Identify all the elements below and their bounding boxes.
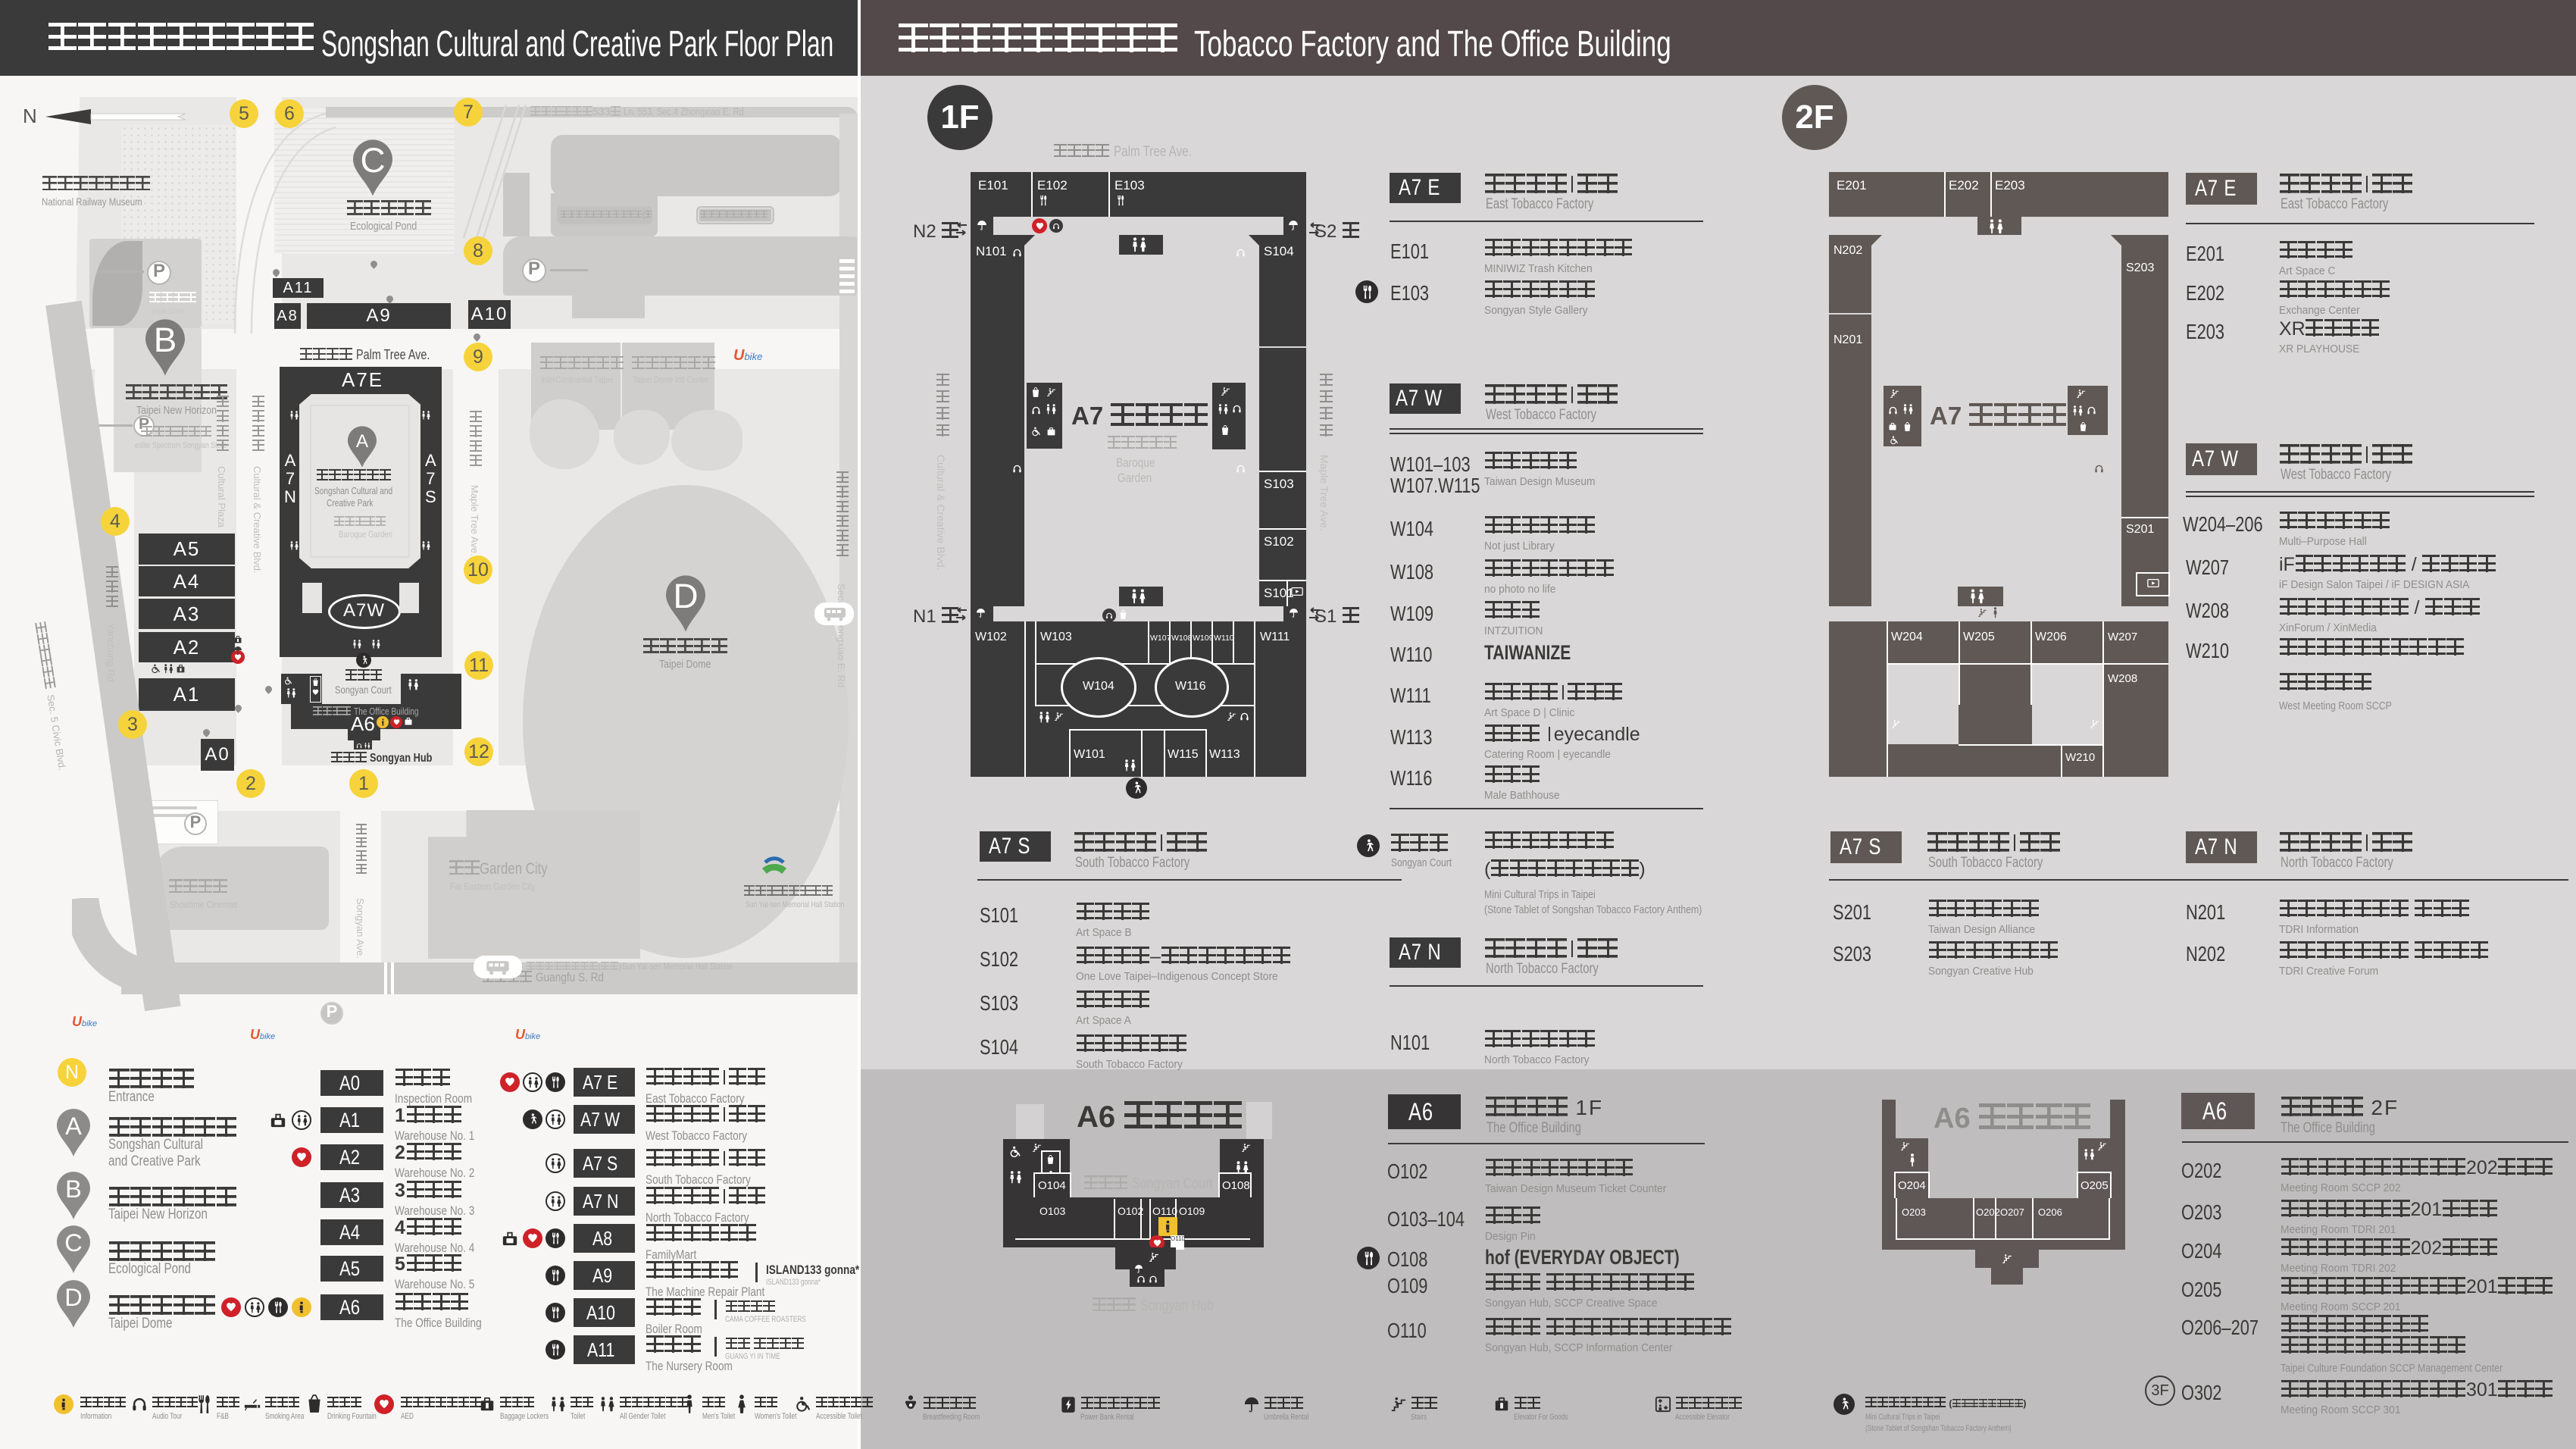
- svg-text:B: B: [154, 321, 177, 359]
- svg-text:A: A: [65, 1113, 82, 1140]
- svg-text:C: C: [64, 1229, 82, 1257]
- svg-text:C: C: [360, 141, 385, 180]
- svg-text:D: D: [64, 1284, 82, 1311]
- svg-text:A: A: [356, 431, 369, 452]
- svg-text:D: D: [673, 577, 698, 615]
- svg-text:B: B: [65, 1175, 82, 1203]
